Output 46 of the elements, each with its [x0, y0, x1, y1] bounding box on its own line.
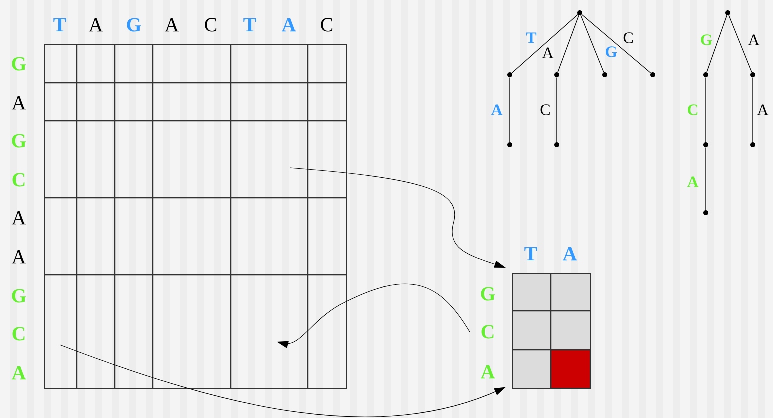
base-letter: A [12, 250, 26, 264]
base-letter: C [482, 325, 494, 339]
edge-label: T [526, 32, 537, 44]
base-letter: A [88, 18, 104, 32]
edge-label: C [688, 104, 698, 116]
tree-branch [512, 14, 578, 74]
base-letter: A [12, 96, 26, 110]
base-letter: T [54, 18, 66, 32]
edge-label: C [624, 32, 633, 44]
arrow [277, 284, 470, 348]
base-letter: C [12, 327, 25, 341]
tree-branch [558, 15, 580, 73]
edge-label: C [540, 104, 550, 116]
base-letter: A [562, 247, 578, 261]
tree-branch [752, 77, 754, 143]
arrow [60, 344, 506, 418]
base-letter: C [205, 18, 217, 32]
edge-label: G [606, 46, 618, 58]
edge-label: A [491, 104, 503, 116]
base-letter: T [244, 18, 256, 32]
base-letter: G [12, 134, 26, 148]
edge-label: A [748, 34, 760, 46]
grid-matrix [44, 44, 348, 390]
base-letter: A [12, 366, 26, 380]
base-letter: A [164, 18, 180, 32]
edge-label: G [701, 34, 712, 46]
edge-label: A [757, 104, 769, 116]
base-letter: A [12, 211, 26, 225]
base-letter: A [282, 18, 296, 32]
tree-branch [580, 15, 604, 73]
base-letter: C [12, 173, 25, 187]
edge-label: A [542, 48, 554, 58]
base-letter: T [524, 247, 538, 261]
tree-branch [728, 15, 752, 73]
arrow [290, 168, 506, 268]
base-letter: A [480, 365, 496, 379]
tree-branch [706, 15, 728, 73]
base-letter: G [12, 289, 26, 303]
base-letter: C [321, 18, 333, 32]
tree-branch [556, 77, 558, 143]
edge-label: A [687, 176, 699, 188]
score-table [512, 273, 592, 390]
tree-branch [582, 14, 652, 74]
base-letter: G [12, 57, 26, 71]
base-letter: G [481, 287, 496, 301]
base-letter: G [127, 18, 142, 32]
